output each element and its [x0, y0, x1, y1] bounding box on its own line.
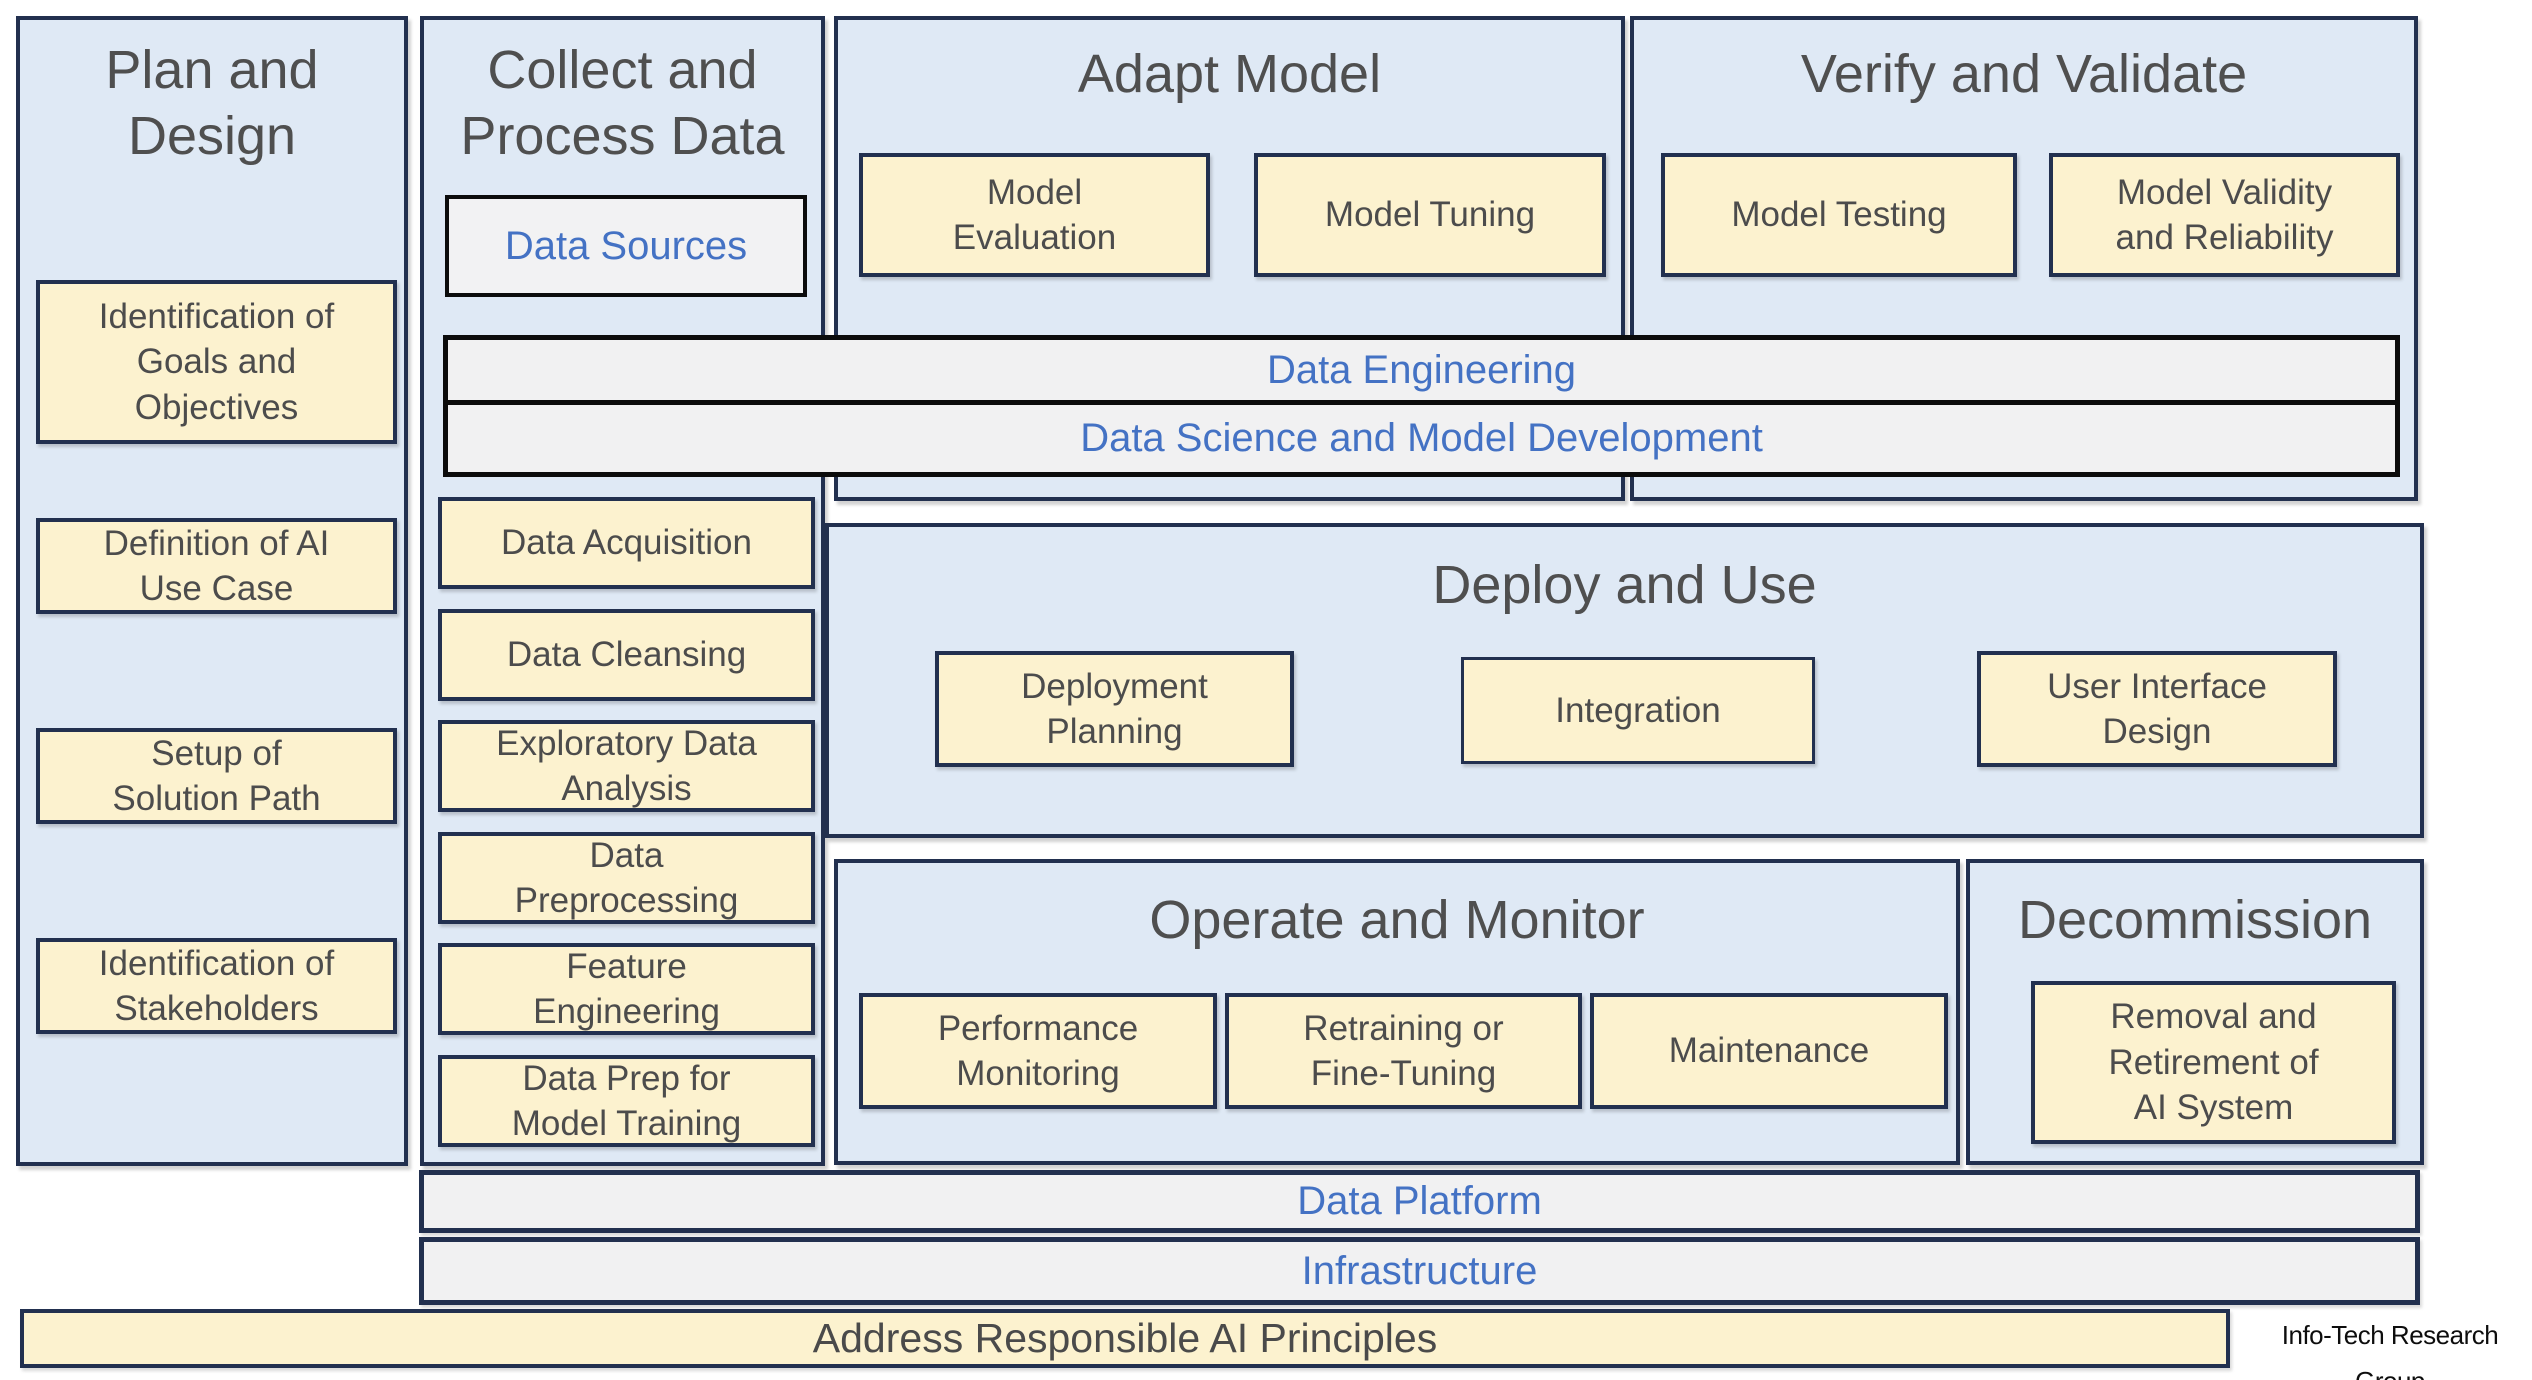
- box-deployment-planning: Deployment Planning: [935, 651, 1294, 767]
- box-data-prep-for-model-training: Data Prep for Model Training: [438, 1055, 815, 1147]
- section-decommission: Decommission Removal and Retirement of A…: [1966, 859, 2424, 1165]
- box-data-cleansing: Data Cleansing: [438, 609, 815, 701]
- box-retraining-or-fine-tuning: Retraining or Fine-Tuning: [1225, 993, 1582, 1109]
- box-identification-of-stakeholders: Identification of Stakeholders: [36, 938, 397, 1034]
- section-title: Deploy and Use: [1432, 555, 1817, 615]
- section-deploy-and-use: Deploy and Use Deployment Planning Integ…: [825, 523, 2424, 838]
- lane-infrastructure: Infrastructure: [419, 1237, 2420, 1305]
- infotech-research-group-logo: Info-Tech Research Group: [2281, 1320, 2499, 1380]
- box-data-sources: Data Sources: [445, 195, 807, 297]
- box-model-testing: Model Testing: [1661, 153, 2017, 277]
- box-model-tuning: Model Tuning: [1254, 153, 1606, 277]
- box-integration: Integration: [1461, 657, 1815, 764]
- box-feature-engineering: Feature Engineering: [438, 943, 815, 1035]
- section-collect-and-process-data: Collect and Process Data Data Sources Da…: [420, 16, 825, 1166]
- section-title: Adapt Model: [1077, 44, 1382, 104]
- box-performance-monitoring: Performance Monitoring: [859, 993, 1217, 1109]
- section-title: Collect and Process Data: [460, 40, 785, 166]
- box-definition-of-ai-use-case: Definition of AI Use Case: [36, 518, 397, 614]
- section-operate-and-monitor: Operate and Monitor Performance Monitori…: [834, 859, 1960, 1165]
- section-title: Verify and Validate: [1800, 44, 2248, 104]
- section-plan-and-design: Plan and Design Identification of Goals …: [16, 16, 408, 1166]
- section-title: Decommission: [2017, 890, 2373, 950]
- section-title: Plan and Design: [105, 40, 319, 166]
- box-exploratory-data-analysis: Exploratory Data Analysis: [438, 720, 815, 812]
- box-user-interface-design: User Interface Design: [1977, 651, 2337, 767]
- box-data-preprocessing: Data Preprocessing: [438, 832, 815, 924]
- bar-address-responsible-ai-principles: Address Responsible AI Principles: [20, 1309, 2230, 1368]
- box-setup-of-solution-path: Setup of Solution Path: [36, 728, 397, 824]
- lane-data-science-and-model-development: Data Science and Model Development: [443, 400, 2400, 477]
- section-title: Operate and Monitor: [1149, 890, 1645, 950]
- lane-data-engineering: Data Engineering: [443, 335, 2400, 405]
- box-data-acquisition: Data Acquisition: [438, 497, 815, 589]
- box-identification-of-goals-and-objectives: Identification of Goals and Objectives: [36, 280, 397, 444]
- box-model-validity-and-reliability: Model Validity and Reliability: [2049, 153, 2400, 277]
- box-removal-and-retirement-of-ai-system: Removal and Retirement of AI System: [2031, 981, 2396, 1144]
- box-maintenance: Maintenance: [1590, 993, 1948, 1109]
- lane-data-platform: Data Platform: [419, 1170, 2420, 1233]
- box-model-evaluation: Model Evaluation: [859, 153, 1210, 277]
